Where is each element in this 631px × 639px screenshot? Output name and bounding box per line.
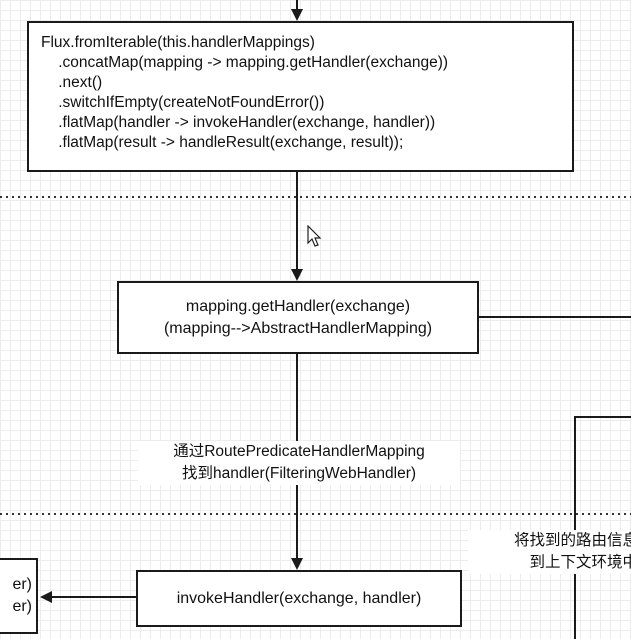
invoke-handler-box: invokeHandler(exchange, handler)	[136, 570, 462, 627]
code-line: Flux.fromIterable(this.handlerMappings)	[41, 34, 315, 51]
get-handler-line2: (mapping-->AbstractHandlerMapping)	[163, 319, 433, 337]
edge-label-right-line2: 到上下文环境中	[529, 554, 631, 571]
code-line: .switchIfEmpty(createNotFoundError())	[41, 94, 325, 111]
left-partial-line2: er)	[12, 598, 32, 615]
code-line: .flatMap(result -> handleResult(exchange…	[41, 134, 404, 151]
edge-label-route-info: 将找到的路由信息 到上下文环境中	[468, 530, 631, 574]
invoke-handler-text: invokeHandler(exchange, handler)	[176, 589, 422, 607]
code-line: .concatMap(mapping -> mapping.getHandler…	[41, 54, 449, 71]
edge-label-line1: 通过RoutePredicateHandlerMapping	[173, 443, 425, 460]
flux-code-box: Flux.fromIterable(this.handlerMappings) …	[27, 21, 574, 172]
left-partial-box: er) er)	[0, 558, 38, 634]
cursor-icon	[307, 225, 322, 247]
get-handler-line1: mapping.getHandler(exchange)	[185, 297, 411, 315]
edge-label-line2: 找到handler(FilteringWebHandler)	[181, 465, 417, 482]
code-line: .flatMap(handler -> invokeHandler(exchan…	[41, 114, 436, 131]
connector-right-vertical	[574, 416, 631, 639]
edge-label-route-predicate: 通过RoutePredicateHandlerMapping 找到handler…	[138, 441, 460, 485]
code-line: .next()	[41, 74, 103, 91]
edge-label-right-line1: 将找到的路由信息	[513, 532, 631, 549]
get-handler-box: mapping.getHandler(exchange) (mapping-->…	[117, 281, 479, 354]
left-partial-line1: er)	[12, 576, 32, 593]
